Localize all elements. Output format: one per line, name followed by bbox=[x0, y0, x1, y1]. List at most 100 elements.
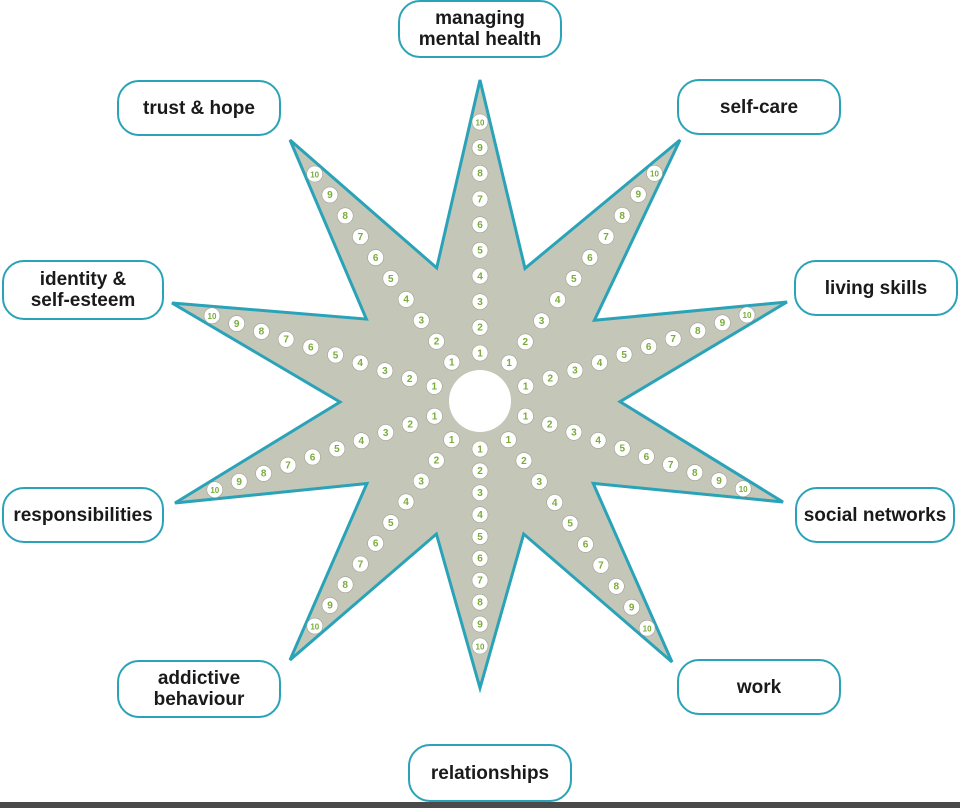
scale-dot[interactable] bbox=[428, 452, 445, 469]
scale-dot[interactable] bbox=[592, 556, 610, 574]
scale-dot[interactable] bbox=[397, 493, 415, 511]
scale-dot[interactable] bbox=[304, 448, 321, 466]
scale-dot[interactable] bbox=[561, 515, 579, 532]
scale-dot[interactable] bbox=[589, 432, 607, 449]
scale-dot[interactable] bbox=[640, 338, 658, 355]
scale-dot[interactable] bbox=[471, 216, 489, 233]
scale-dot[interactable] bbox=[397, 291, 415, 308]
scale-dot[interactable] bbox=[443, 431, 460, 449]
scale-dot[interactable] bbox=[549, 291, 566, 309]
scale-dot[interactable] bbox=[581, 249, 599, 266]
scale-dot[interactable] bbox=[664, 330, 682, 348]
scale-dot[interactable] bbox=[471, 293, 489, 311]
scale-dot[interactable] bbox=[500, 354, 518, 372]
scale-dot[interactable] bbox=[638, 619, 656, 637]
scale-dot[interactable] bbox=[710, 472, 728, 490]
scale-dot[interactable] bbox=[321, 597, 339, 614]
scale-dot[interactable] bbox=[401, 416, 419, 433]
scale-dot[interactable] bbox=[615, 346, 633, 363]
scale-dot[interactable] bbox=[629, 186, 647, 203]
scale-dot[interactable] bbox=[471, 550, 489, 567]
scale-dot[interactable] bbox=[533, 312, 550, 330]
scale-dot[interactable] bbox=[516, 333, 534, 351]
scale-dot[interactable] bbox=[277, 330, 295, 348]
scale-dot[interactable] bbox=[541, 415, 559, 433]
scale-dot[interactable] bbox=[689, 322, 707, 340]
scale-dot[interactable] bbox=[203, 307, 221, 325]
scale-dot[interactable] bbox=[306, 165, 324, 183]
scale-dot[interactable] bbox=[517, 407, 534, 425]
scale-dot[interactable] bbox=[607, 577, 625, 595]
scale-dot[interactable] bbox=[646, 165, 663, 182]
scale-dot[interactable] bbox=[401, 370, 418, 387]
scale-dot[interactable] bbox=[336, 576, 354, 594]
scale-dot[interactable] bbox=[471, 165, 489, 182]
scale-dot[interactable] bbox=[471, 528, 489, 545]
scale-dot[interactable] bbox=[546, 494, 564, 511]
scale-dot[interactable] bbox=[613, 440, 631, 457]
scale-dot[interactable] bbox=[255, 465, 272, 482]
scale-dot[interactable] bbox=[623, 598, 641, 616]
scale-dot[interactable] bbox=[471, 506, 489, 524]
scale-dot[interactable] bbox=[412, 312, 430, 329]
scale-dot[interactable] bbox=[662, 456, 679, 473]
scale-dot[interactable] bbox=[591, 354, 608, 371]
scale-dot[interactable] bbox=[382, 514, 400, 531]
scale-dot[interactable] bbox=[530, 473, 548, 490]
scale-dot[interactable] bbox=[734, 480, 752, 498]
scale-dot[interactable] bbox=[382, 270, 400, 287]
scale-dot[interactable] bbox=[253, 323, 270, 340]
scale-dot[interactable] bbox=[471, 484, 489, 502]
scale-dot[interactable] bbox=[515, 452, 533, 469]
scale-dot[interactable] bbox=[428, 332, 445, 350]
scale-dot[interactable] bbox=[597, 228, 615, 245]
scale-dot[interactable] bbox=[471, 571, 489, 589]
scale-dot[interactable] bbox=[367, 534, 384, 552]
scale-dot[interactable] bbox=[327, 346, 344, 364]
scale-dot[interactable] bbox=[367, 249, 384, 266]
scale-dot[interactable] bbox=[471, 267, 489, 285]
scale-dot[interactable] bbox=[517, 377, 535, 395]
scale-dot[interactable] bbox=[302, 338, 320, 356]
scale-dot[interactable] bbox=[328, 440, 346, 458]
scale-dot[interactable] bbox=[336, 207, 354, 225]
scale-dot[interactable] bbox=[738, 306, 756, 324]
scale-dot[interactable] bbox=[471, 190, 489, 208]
scale-dot[interactable] bbox=[352, 228, 369, 245]
scale-dot[interactable] bbox=[686, 464, 704, 481]
scale-dot[interactable] bbox=[352, 555, 369, 573]
scale-dot[interactable] bbox=[471, 318, 489, 336]
scale-dot[interactable] bbox=[471, 242, 489, 259]
scale-dot[interactable] bbox=[351, 354, 369, 372]
scale-dot[interactable] bbox=[206, 481, 224, 499]
scale-dot[interactable] bbox=[471, 462, 489, 480]
scale-dot[interactable] bbox=[230, 473, 248, 490]
scale-dot[interactable] bbox=[279, 456, 297, 474]
scale-dot[interactable] bbox=[377, 424, 395, 441]
scale-dot[interactable] bbox=[577, 536, 594, 553]
scale-dot[interactable] bbox=[541, 369, 559, 387]
scale-dot[interactable] bbox=[471, 344, 489, 362]
scale-dot[interactable] bbox=[471, 637, 489, 655]
scale-dot[interactable] bbox=[471, 615, 489, 633]
scale-dot[interactable] bbox=[566, 362, 584, 379]
scale-dot[interactable] bbox=[376, 362, 394, 380]
scale-dot[interactable] bbox=[352, 432, 370, 450]
scale-dot[interactable] bbox=[714, 314, 731, 332]
scale-dot[interactable] bbox=[471, 139, 489, 156]
scale-dot[interactable] bbox=[565, 270, 583, 287]
scale-dot[interactable] bbox=[500, 431, 517, 449]
scale-dot[interactable] bbox=[638, 448, 655, 465]
scale-dot[interactable] bbox=[613, 207, 631, 224]
scale-dot[interactable] bbox=[228, 315, 245, 332]
scale-dot[interactable] bbox=[412, 472, 430, 490]
scale-dot[interactable] bbox=[471, 593, 489, 611]
scale-dot[interactable] bbox=[471, 113, 489, 131]
scale-dot[interactable] bbox=[471, 440, 489, 458]
scale-dot[interactable] bbox=[425, 378, 443, 395]
scale-dot[interactable] bbox=[306, 617, 324, 635]
scale-dot[interactable] bbox=[443, 353, 461, 371]
scale-dot[interactable] bbox=[426, 407, 443, 425]
scale-dot[interactable] bbox=[565, 423, 583, 441]
scale-dot[interactable] bbox=[321, 186, 339, 204]
